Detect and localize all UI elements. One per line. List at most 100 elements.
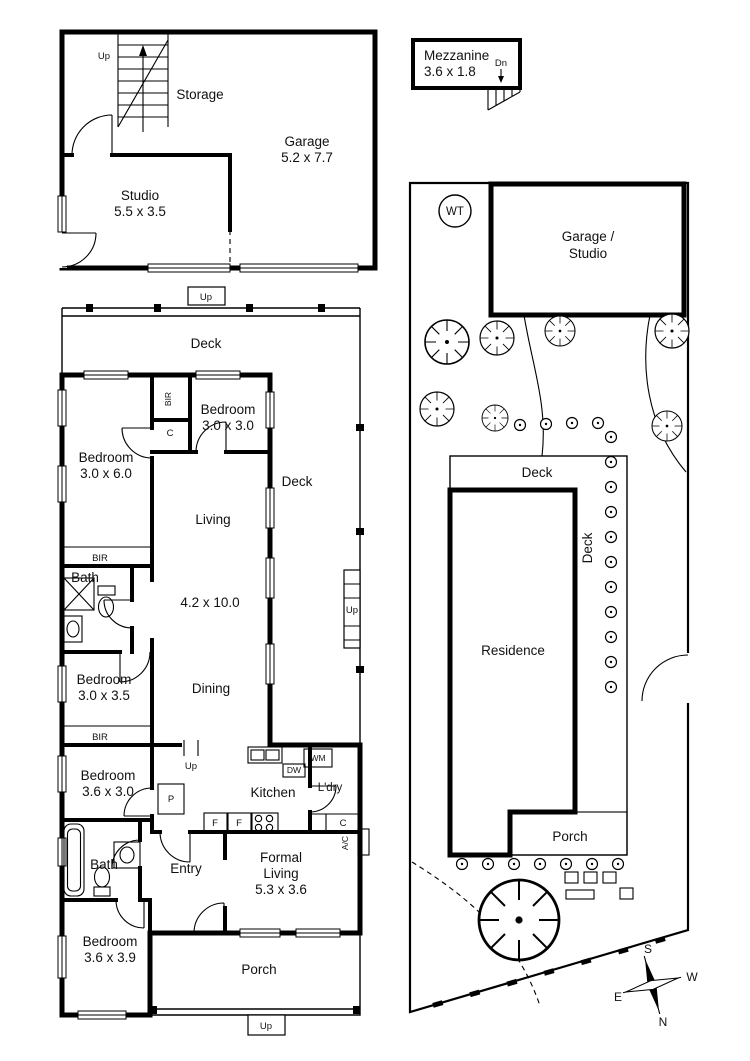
label-dw: DW xyxy=(287,765,301,775)
site-residence-walls xyxy=(447,487,578,858)
label-fridge: F xyxy=(212,818,218,829)
shrub-icon xyxy=(455,857,469,871)
label-bedroom: Bedroom xyxy=(77,672,132,687)
label-formal-living: Living xyxy=(263,866,298,881)
tree-icon xyxy=(424,319,470,365)
fence-marks xyxy=(432,936,666,1008)
gate-swing xyxy=(641,653,693,703)
down-arrowhead xyxy=(498,76,504,83)
label-bedroom: Bedroom xyxy=(201,402,256,417)
label-deck: Deck xyxy=(191,336,222,351)
label-up: Up xyxy=(185,761,197,772)
window xyxy=(265,487,275,529)
garage-outer-walls xyxy=(59,29,378,271)
shrub-icon xyxy=(604,530,618,544)
shrub-icon xyxy=(565,416,579,430)
shrub-icon xyxy=(559,857,573,871)
kitchen-step xyxy=(183,740,199,756)
label-deck: Deck xyxy=(522,465,553,480)
shrub-icon xyxy=(585,857,599,871)
label-living-dim: 4.2 x 10.0 xyxy=(180,595,239,610)
deck-structure xyxy=(61,304,364,745)
deck-up-steps: Up xyxy=(187,286,226,306)
site-garage-walls xyxy=(488,181,687,318)
door-swing xyxy=(123,787,153,817)
label-up: Up xyxy=(200,292,212,303)
shrub-icon xyxy=(539,417,553,431)
garage-floorplan: Up Storage Garage 5.2 x 7.7 Studio 5.5 x… xyxy=(57,29,378,273)
label-kitchen: Kitchen xyxy=(250,785,295,800)
label-bedroom-dim: 3.0 x 6.0 xyxy=(80,466,132,481)
washing-machine xyxy=(303,748,333,768)
door-swing xyxy=(195,421,227,453)
label-bath: Bath xyxy=(90,857,118,872)
label-formal-living-dim: 5.3 x 3.6 xyxy=(255,882,307,897)
tree-icon xyxy=(477,878,561,962)
label-garage: Garage xyxy=(284,134,329,149)
garage-interior-walls xyxy=(60,153,232,232)
label-bedroom-dim: 3.6 x 3.9 xyxy=(84,950,136,965)
garden-path xyxy=(523,314,544,457)
door-swing xyxy=(103,599,133,629)
window xyxy=(265,643,275,685)
shrub-icon xyxy=(604,555,618,569)
ac-unit xyxy=(357,828,370,856)
window xyxy=(77,1010,127,1020)
porch-up-steps: Up xyxy=(247,1014,286,1036)
tree-icon xyxy=(419,391,455,427)
window xyxy=(57,665,67,703)
garden-bed-edge xyxy=(645,314,687,473)
stairs-down-icon xyxy=(487,88,521,111)
label-laundry: L'dry xyxy=(318,782,343,794)
label-bedroom-dim: 3.0 x 3.0 xyxy=(202,418,254,433)
door-swing xyxy=(119,651,151,683)
stove-icon xyxy=(251,812,279,833)
window xyxy=(147,263,231,273)
door-swing xyxy=(193,902,225,934)
label-bedroom: Bedroom xyxy=(83,934,138,949)
window xyxy=(57,389,67,427)
label-closet: C xyxy=(167,428,174,439)
label-dn: Dn xyxy=(495,58,507,69)
label-compass-n: N xyxy=(659,1015,668,1029)
label-bedroom: Bedroom xyxy=(79,450,134,465)
window xyxy=(239,263,359,273)
shrub-icon xyxy=(604,630,618,644)
shrub-icon xyxy=(604,430,618,444)
shrub-icon xyxy=(591,416,605,430)
label-bir: BIR xyxy=(92,553,108,564)
side-up-steps: Up xyxy=(343,569,361,649)
window xyxy=(239,928,281,938)
label-entry: Entry xyxy=(170,861,202,876)
door-swing xyxy=(115,899,145,929)
door-swing xyxy=(57,232,97,268)
label-mezzanine: Mezzanine xyxy=(424,48,489,63)
toilet xyxy=(97,585,116,618)
label-residence: Residence xyxy=(481,643,545,658)
label-pantry: P xyxy=(168,794,174,805)
dishwasher xyxy=(282,763,306,778)
label-bir: BIR xyxy=(163,392,173,406)
window xyxy=(295,928,341,938)
label-porch: Porch xyxy=(552,829,587,844)
door-swing xyxy=(71,114,113,156)
shrub-icon xyxy=(611,857,625,871)
shrub-icon xyxy=(604,580,618,594)
tree-icon xyxy=(479,320,515,356)
vanity-basin xyxy=(63,615,83,643)
site-porch-outline xyxy=(509,811,628,856)
label-fridge: F xyxy=(236,818,242,829)
label-bedroom-dim: 3.0 x 3.5 xyxy=(78,688,130,703)
tree-icon xyxy=(651,410,683,442)
label-wt: WT xyxy=(446,206,464,218)
label-closet: C xyxy=(340,818,347,829)
shrub-icon xyxy=(513,418,527,432)
fridge xyxy=(227,812,252,833)
door-swing xyxy=(121,427,153,459)
window xyxy=(83,370,129,380)
label-bedroom-dim: 3.6 x 3.0 xyxy=(82,784,134,799)
compass-icon: S W N E xyxy=(614,942,698,1029)
tree-icon xyxy=(544,315,576,347)
label-bedroom: Bedroom xyxy=(81,768,136,783)
